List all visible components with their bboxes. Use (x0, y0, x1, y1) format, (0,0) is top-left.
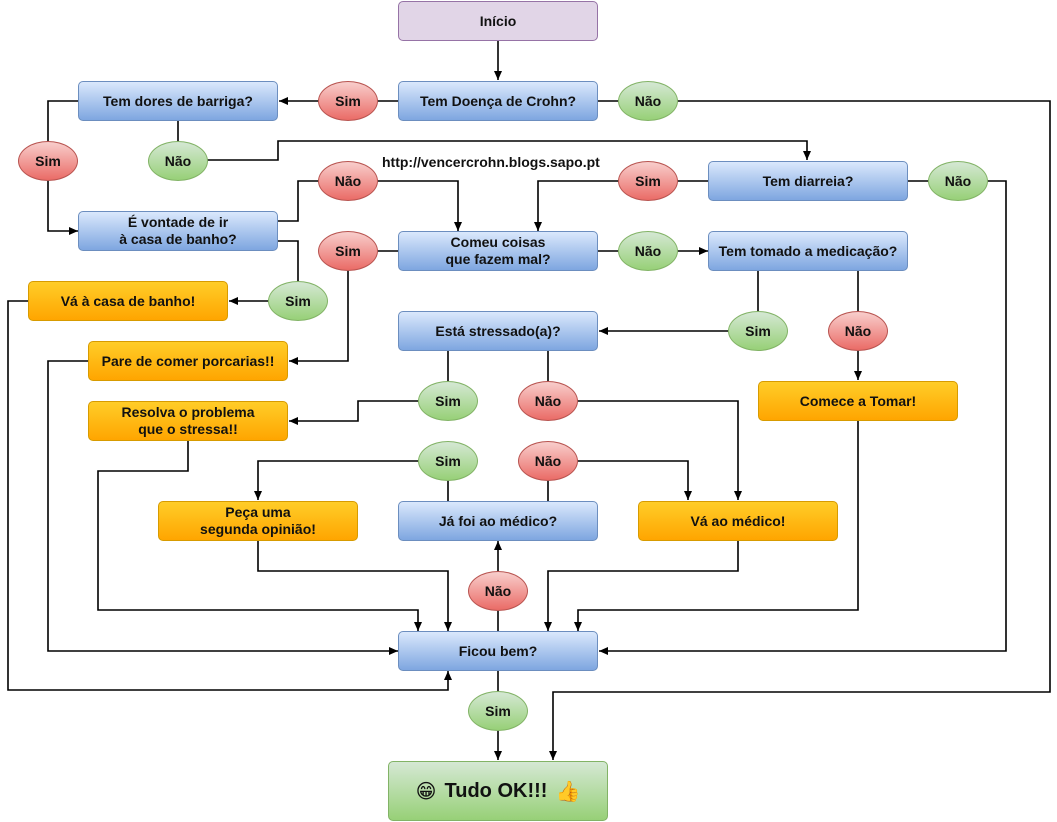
label-nao-diarreia: Não (928, 161, 988, 201)
label-sim-ficou: Sim (468, 691, 528, 731)
node-crohn: Tem Doença de Crohn? (398, 81, 598, 121)
edge-crohn-nao-final (549, 100, 1051, 760)
label-nao-crohn: Não (618, 81, 678, 121)
edge-segunda-ficou (257, 541, 452, 631)
label-nao-comeu: Não (618, 231, 678, 271)
node-segunda: Peça uma segunda opinião! (158, 501, 358, 541)
blog-url: http://vencercrohn.blogs.sapo.pt (382, 154, 600, 170)
label-sim-stressado: Sim (418, 381, 478, 421)
node-comeu: Comeu coisas que fazem mal? (398, 231, 598, 271)
node-medico-foi: Já foi ao médico? (398, 501, 598, 541)
node-porcarias: Pare de comer porcarias!! (88, 341, 288, 381)
label-nao-stressado: Não (518, 381, 578, 421)
grinning-face-icon: 😁 (415, 778, 437, 803)
node-dores: Tem dores de barriga? (78, 81, 278, 121)
label-nao-dores: Não (148, 141, 208, 181)
edge-resolva-ficou (97, 441, 422, 631)
edge-banho-ficou (7, 300, 452, 691)
edge-tomar-ficou (574, 421, 859, 631)
node-final-label: Tudo OK!!! (444, 779, 548, 802)
label-nao-ficou: Não (468, 571, 528, 611)
node-tomar: Comece a Tomar! (758, 381, 958, 421)
node-resolva: Resolva o problema que o stressa!! (88, 401, 288, 441)
edge-medicofoi-sim-segunda (254, 460, 449, 501)
label-nao-vontade: Não (318, 161, 378, 201)
edge-vamedico-ficou (544, 541, 739, 631)
label-nao-medicacao: Não (828, 311, 888, 351)
label-nao-medico-foi: Não (518, 441, 578, 481)
label-sim-medico-foi: Sim (418, 441, 478, 481)
node-va-medico: Vá ao médico! (638, 501, 838, 541)
node-inicio: Início (398, 1, 598, 41)
edge-vontade-nao-comeu (278, 180, 462, 231)
edge-vontade-sim-banho (229, 240, 299, 305)
node-diarreia: Tem diarreia? (708, 161, 908, 201)
label-sim-diarreia: Sim (618, 161, 678, 201)
node-ficou: Ficou bem? (398, 631, 598, 671)
thumbs-up-icon: 👍 (555, 778, 581, 803)
label-sim-crohn: Sim (318, 81, 378, 121)
node-medicacao: Tem tomado a medicação? (708, 231, 908, 271)
label-sim-comeu: Sim (318, 231, 378, 271)
edge-medicofoi-nao-vamedico (547, 460, 692, 501)
label-sim-vontade: Sim (268, 281, 328, 321)
node-stressado: Está stressado(a)? (398, 311, 598, 351)
label-sim-medicacao: Sim (728, 311, 788, 351)
node-final: 😁 Tudo OK!!! 👍 (388, 761, 608, 821)
node-banho: Vá à casa de banho! (28, 281, 228, 321)
node-vontade: É vontade de ir à casa de banho? (78, 211, 278, 251)
edge-porcarias-ficou (47, 360, 398, 655)
label-sim-dores: Sim (18, 141, 78, 181)
edge-stressado-nao-medico (547, 351, 742, 500)
